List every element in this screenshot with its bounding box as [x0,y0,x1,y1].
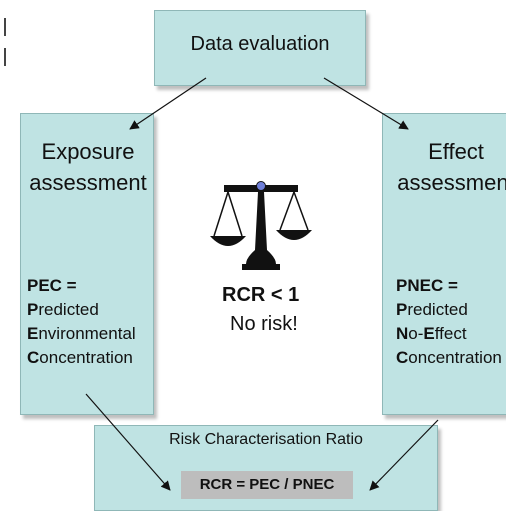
exposure-heading-line1: Exposure [41,139,135,164]
pec-line-predicted: Predicted [27,300,99,319]
rcr-formula: RCR = PEC / PNEC [181,471,353,499]
effect-assessment-box: Effect assessment PNEC = Predicted No-Ef… [382,113,506,415]
rcr-condition: RCR < 1 [222,284,300,306]
exposure-assessment-box: Exposure assessment PEC = Predicted Envi… [20,113,154,415]
pec-line-concentration: Concentration [27,348,133,367]
scales-icon [210,181,312,270]
data-evaluation-box: Data evaluation [154,10,366,86]
pec-abbr: PEC = [27,276,77,295]
pec-definition: PEC = Predicted Environmental Concentrat… [27,274,136,370]
risk-characterisation-title: Risk Characterisation Ratio [169,431,363,448]
effect-heading: Effect assessment [393,136,506,198]
pnec-definition: PNEC = Predicted No-Effect Concentration [396,274,502,370]
edge-mark [4,18,6,36]
pnec-line-concentration: Concentration [396,348,502,367]
no-risk-verdict: No risk! [230,313,298,335]
effect-heading-line2: assessment [397,170,506,195]
exposure-heading: Exposure assessment [21,136,153,198]
pnec-line-predicted: Predicted [396,300,468,319]
pnec-line-no-effect: No-Effect [396,324,467,343]
exposure-heading-line2: assessment [29,170,147,195]
data-evaluation-title: Data evaluation [190,33,330,55]
effect-heading-line1: Effect [428,139,484,164]
edge-mark [4,48,6,66]
risk-characterisation-box: Risk Characterisation Ratio RCR = PEC / … [94,425,438,511]
pnec-abbr: PNEC = [396,276,458,295]
pec-line-environmental: Environmental [27,324,136,343]
